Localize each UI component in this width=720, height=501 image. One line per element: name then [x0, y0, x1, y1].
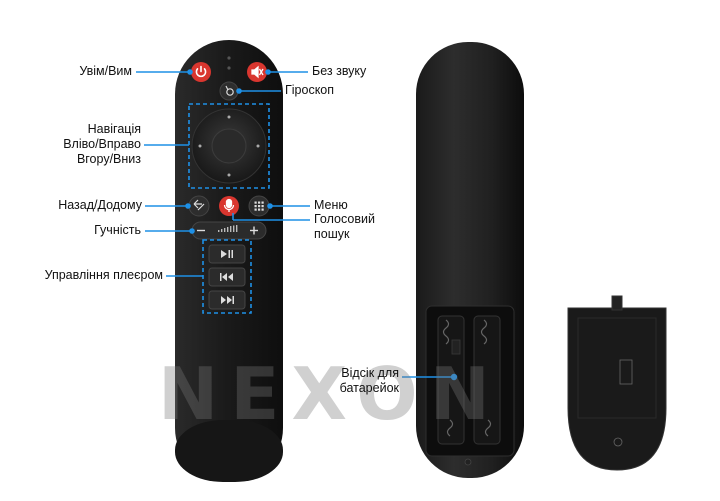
nav-highlight-box — [188, 103, 270, 189]
dpad[interactable] — [191, 108, 267, 184]
previous-icon — [220, 273, 233, 281]
battery-compartment — [425, 305, 515, 466]
power-icon — [195, 65, 207, 78]
gyro-button[interactable] — [219, 81, 239, 101]
back-home-icon — [193, 199, 205, 211]
gyro-icon — [225, 85, 234, 96]
back-home-button[interactable] — [188, 195, 210, 217]
remote-front — [175, 40, 283, 482]
label-battery-line1: Відсік для — [341, 366, 399, 380]
label-menu: Меню — [314, 198, 348, 212]
watermark-text: NEXON — [158, 352, 502, 436]
volume-level-icon — [218, 225, 238, 232]
dpad-ok-button[interactable] — [211, 128, 247, 164]
label-voice-search-line1: Голосовий — [314, 212, 375, 226]
power-button[interactable] — [191, 62, 211, 82]
volume-rocker[interactable] — [191, 221, 267, 240]
label-back-home: Назад/Додому — [58, 198, 142, 212]
mute-icon — [251, 65, 264, 79]
play-pause-icon — [221, 250, 233, 258]
voice-search-button[interactable] — [219, 196, 239, 216]
next-button[interactable] — [208, 290, 246, 310]
label-volume: Гучність — [94, 223, 141, 237]
battery-cover — [567, 295, 667, 471]
microphone-icon — [223, 198, 235, 212]
label-mute: Без звуку — [312, 64, 367, 78]
label-navigation-line1: Навігація — [87, 122, 141, 136]
label-navigation: Навігація Вліво/Вправо Вгору/Вниз — [40, 122, 141, 167]
label-battery: Відсік для батарейок — [300, 366, 399, 396]
previous-button[interactable] — [208, 267, 246, 287]
mute-button[interactable] — [247, 62, 267, 82]
volume-plus-icon[interactable] — [250, 226, 258, 235]
menu-button[interactable] — [248, 195, 270, 217]
label-navigation-line3: Вгору/Вниз — [76, 152, 141, 166]
label-gyro: Гіроскоп — [285, 83, 335, 97]
play-pause-button[interactable] — [208, 244, 246, 264]
remote-back — [416, 42, 667, 478]
menu-grid-icon — [254, 201, 264, 211]
label-battery-line2: батарейок — [339, 381, 399, 395]
label-power: Увім/Вим — [79, 64, 132, 78]
label-voice-search-line2: пошук — [314, 227, 350, 241]
label-navigation-line2: Вліво/Вправо — [63, 137, 141, 151]
label-player: Управління плеєром — [44, 268, 163, 282]
callout-lines — [136, 69, 458, 381]
label-voice-search: Голосовий пошук — [314, 212, 394, 242]
next-icon — [221, 296, 234, 304]
